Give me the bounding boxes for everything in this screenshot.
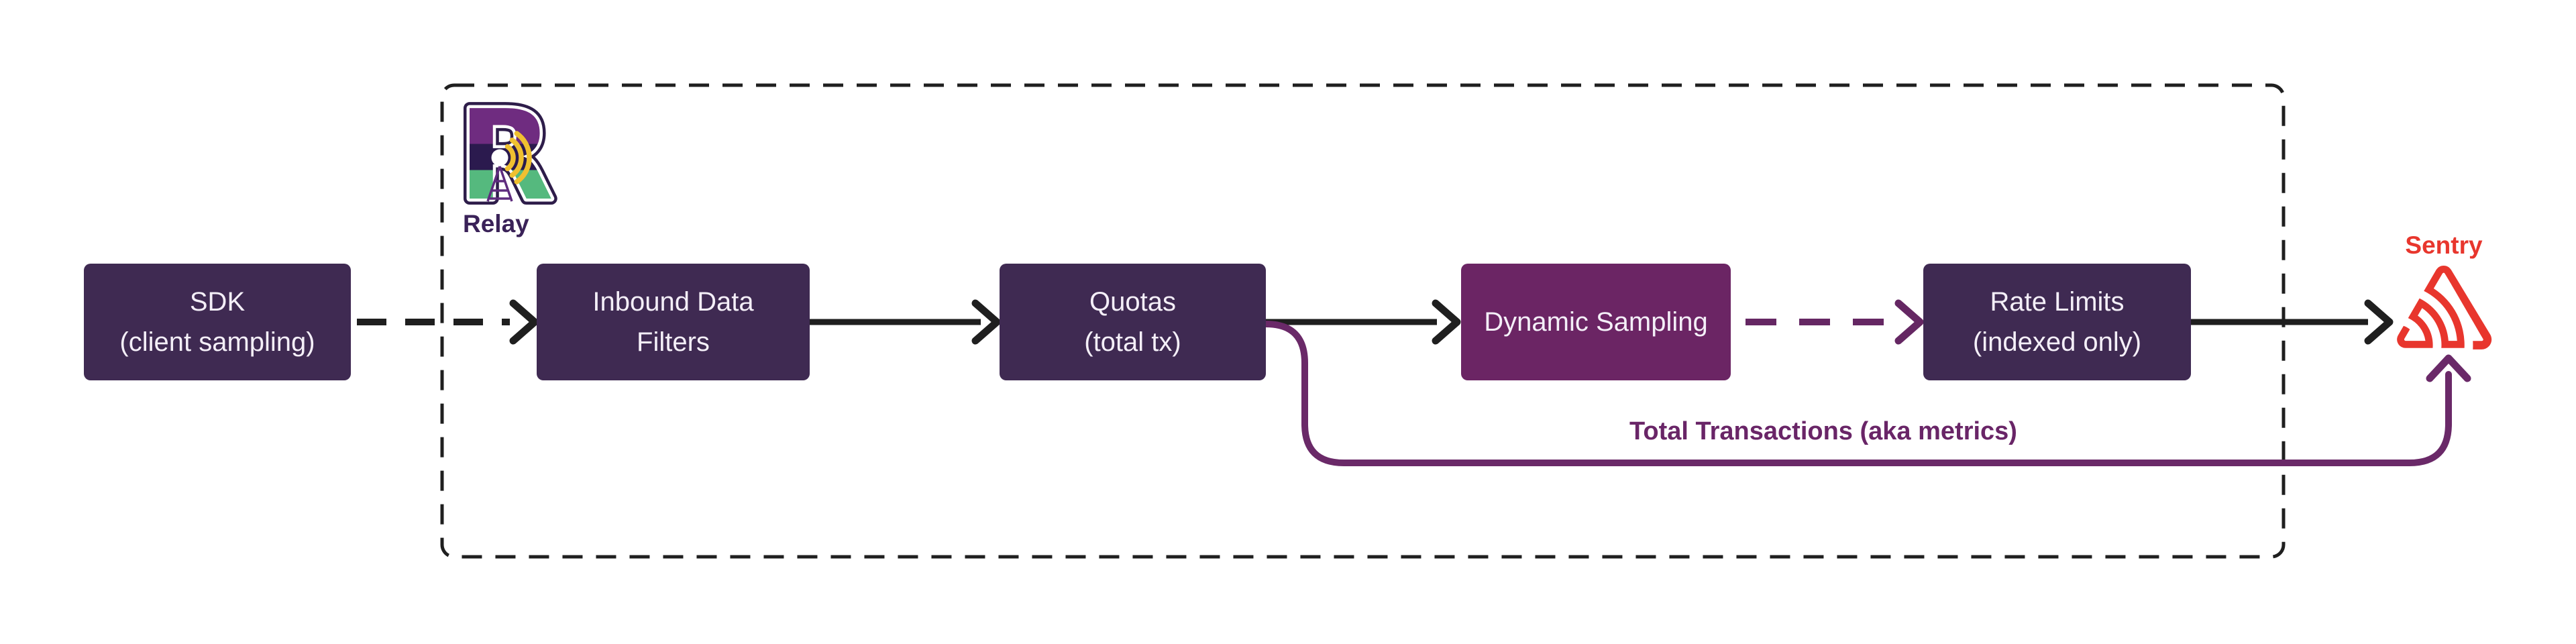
relay-logo-icon: R R [452, 77, 559, 234]
node-quotas-line2: (total tx) [1084, 327, 1181, 357]
node-rate-limits-line1: Rate Limits [1990, 287, 2125, 317]
node-sdk: SDK (client sampling) [84, 264, 351, 380]
node-sdk-line1: SDK [189, 287, 246, 317]
arrow-inbound-to-quotas [810, 299, 1001, 345]
relay-label: Relay [463, 210, 529, 237]
arrow-dynamic-sampling-to-rate-limits [1746, 299, 1924, 345]
node-rate-limits-line2: (indexed only) [1972, 327, 2142, 357]
sentry-logo-icon [2397, 266, 2492, 350]
relay-signal-waves-icon [504, 131, 532, 184]
arrow-quotas-to-dynamic-sampling [1266, 299, 1461, 345]
arrow-sdk-to-inbound [357, 299, 539, 345]
node-dynamic-sampling: Dynamic Sampling [1461, 264, 1731, 380]
node-sdk-line2: (client sampling) [119, 327, 315, 357]
node-inbound-line1: Inbound Data [592, 287, 754, 317]
sentry-label: Sentry [2405, 231, 2483, 259]
arrow-quotas-bypass-to-sentry [1263, 321, 2471, 466]
node-quotas: Quotas (total tx) [1000, 264, 1266, 380]
node-dynamic-sampling-line1: Dynamic Sampling [1484, 307, 1708, 337]
node-inbound-line2: Filters [637, 327, 710, 357]
node-inbound-data-filters: Inbound Data Filters [537, 264, 810, 380]
arrow-rate-limits-to-sentry [2191, 299, 2394, 345]
node-rate-limits: Rate Limits (indexed only) [1923, 264, 2191, 380]
bypass-label: Total Transactions (aka metrics) [1629, 417, 2017, 445]
node-quotas-line1: Quotas [1089, 287, 1176, 317]
relay-tower-icon [486, 149, 513, 202]
